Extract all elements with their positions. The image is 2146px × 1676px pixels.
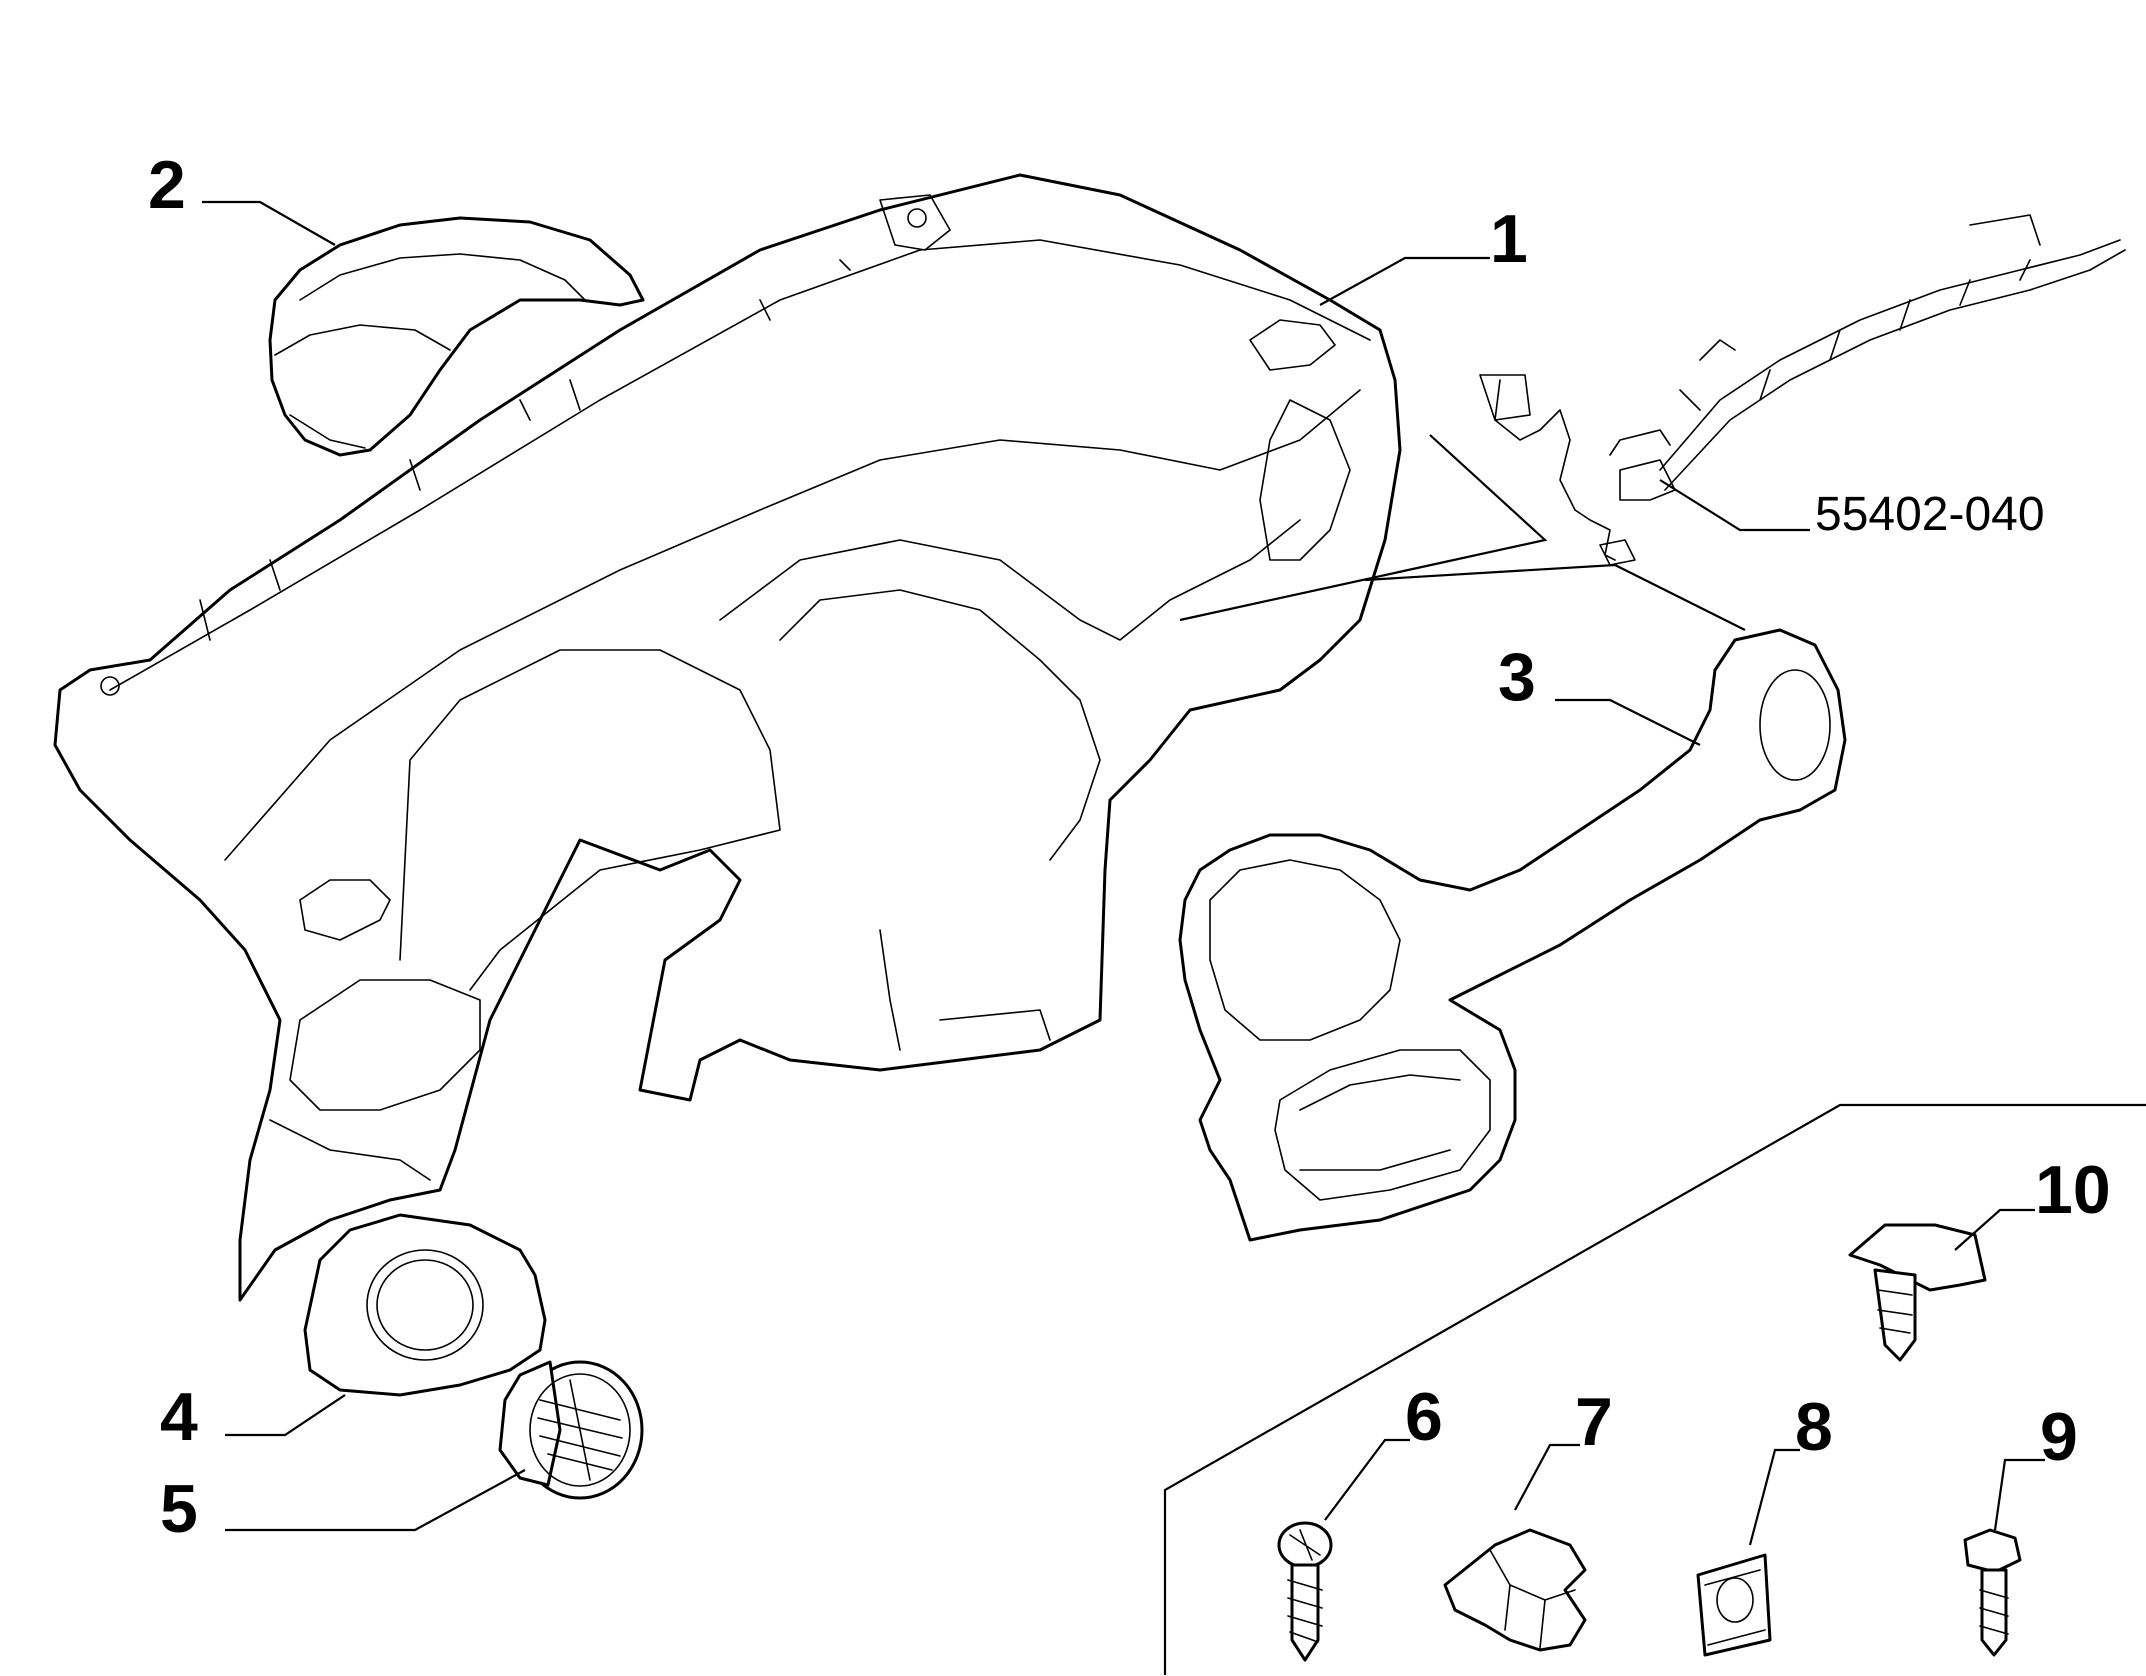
- callout-label-9: 9: [2040, 1399, 2078, 1475]
- callout-label-1: 1: [1490, 201, 1528, 277]
- self-tapping-screw: [1277, 1521, 1333, 1662]
- part-number-label: 55402-040: [1815, 488, 2045, 541]
- round-air-vent: [498, 1360, 644, 1500]
- callout-labels: 2 1 3 4 5 6 7 8 9 10 55402-040: [148, 147, 2111, 1547]
- callout-label-4: 4: [160, 1379, 198, 1455]
- hex-bolt: [1963, 1528, 2022, 1657]
- callout-label-8: 8: [1795, 1389, 1833, 1465]
- passenger-fascia-trim: [1178, 628, 1847, 1242]
- leader-lines: [202, 200, 2045, 1546]
- callout-label-7: 7: [1575, 1384, 1613, 1460]
- callout-label-6: 6: [1405, 1379, 1443, 1455]
- callout-label-10: 10: [2035, 1152, 2111, 1228]
- callout-label-3: 3: [1498, 639, 1536, 715]
- push-rivet-clip: [1848, 1223, 1987, 1362]
- callout-label-5: 5: [160, 1471, 198, 1547]
- callout-label-2: 2: [148, 147, 186, 223]
- hardware-divider-line: [1163, 1103, 2146, 1675]
- dashboard-panel: [53, 173, 1402, 1302]
- wiring-harness: [1479, 214, 2126, 566]
- side-vent-bezel: [303, 1213, 547, 1397]
- fastening-clip: [1443, 1528, 1587, 1652]
- clip-nut-plate: [1696, 1553, 1772, 1657]
- instrument-cluster-cover: [268, 216, 645, 457]
